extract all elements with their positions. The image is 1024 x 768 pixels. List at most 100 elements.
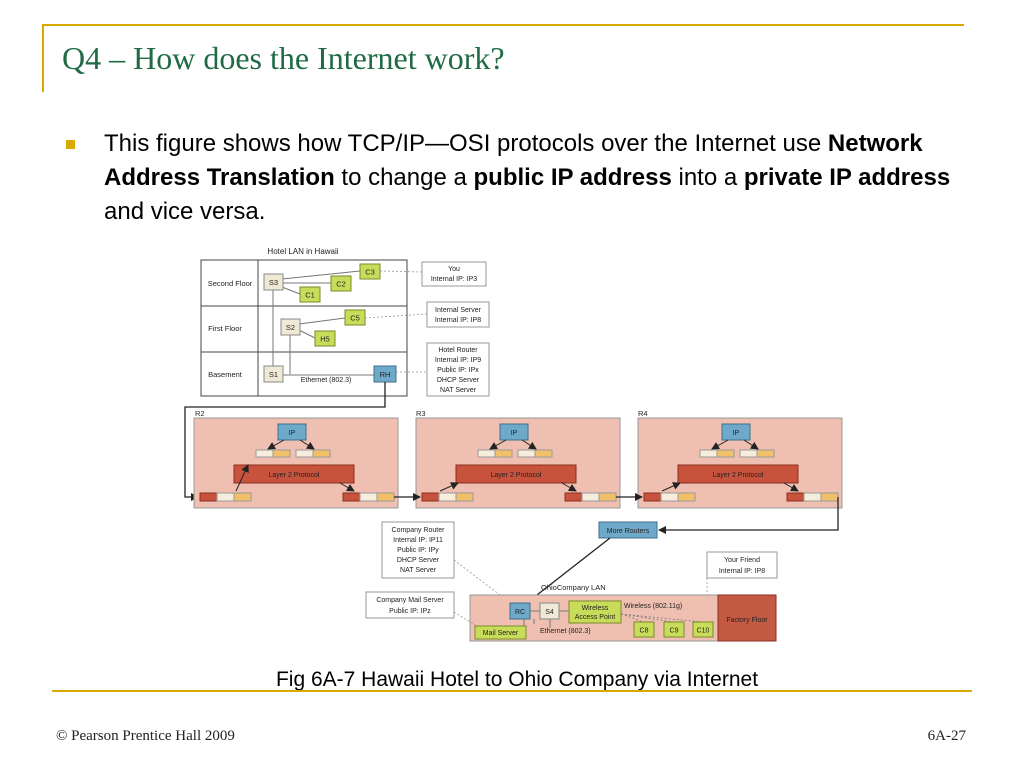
- wap-line2: Access Point: [575, 614, 616, 621]
- bullet-bold-private-ip: private IP address: [743, 164, 951, 191]
- callout-router-line3: Public IP: IPx: [437, 367, 479, 374]
- computer-c1-label: C1: [305, 291, 315, 300]
- copyright-footer: © Pearson Prentice Hall 2009: [56, 728, 235, 744]
- bullet-bold-public-ip: public IP address: [473, 164, 672, 191]
- router-r4-ip-label: IP: [733, 430, 740, 437]
- company-router-line4: DHCP Server: [397, 557, 440, 564]
- bullet-text-part: to change a: [334, 164, 474, 191]
- router-r2-layer2-label: Layer 2 Protocol: [269, 472, 320, 479]
- router-r3: R3 IP Layer 2 Protocol: [415, 409, 621, 509]
- callout-internal-server: [426, 301, 490, 328]
- callout-your-friend: [706, 551, 778, 579]
- computer-c9: [663, 621, 685, 638]
- ohio-ethernet-label: Ethernet (802.3): [540, 628, 591, 635]
- floor-label-basement: Basement: [208, 370, 243, 379]
- company-router-line5: NAT Server: [400, 567, 437, 574]
- switch-s2: [280, 318, 301, 336]
- ohio-lan-title: OhioCompany LAN: [541, 583, 606, 592]
- computer-c9-label: C9: [670, 628, 679, 635]
- switch-s1: [263, 365, 284, 383]
- switch-s3: [263, 273, 284, 291]
- callout-mail-server: [365, 591, 455, 619]
- callout-router-line2: Internal IP: IP9: [435, 357, 481, 364]
- callout-you-line2: Internal IP: IP3: [431, 276, 477, 283]
- computer-c3: [359, 263, 381, 280]
- router-r2-ip-label: IP: [289, 430, 296, 437]
- bullet-bold-nat: Network Address Translation: [104, 130, 923, 191]
- floor-label-second: Second Floor: [208, 279, 253, 288]
- router-r4: R4 IP Layer 2 Protocol: [637, 409, 843, 509]
- hotel-ethernet-label: Ethernet (802.3): [301, 377, 352, 384]
- bullet-marker: [66, 140, 75, 149]
- link-rh-to-r2: [184, 382, 386, 501]
- wireless-label: Wireless (802.11g): [624, 603, 682, 610]
- callout-router-line1: Hotel Router: [438, 347, 478, 354]
- mail-server: [474, 625, 527, 640]
- computer-c5-label: C5: [350, 314, 360, 323]
- router-r4-layer2: [677, 464, 799, 484]
- callout-you-line1: You: [448, 266, 460, 273]
- switch-s1-label: S1: [269, 370, 278, 379]
- switch-s2-label: S2: [286, 323, 295, 332]
- computer-c10-label: C10: [697, 628, 710, 635]
- slide-number: 6A-27: [927, 728, 966, 744]
- hotel-lan: Hotel LAN in Hawaii Second Floor First F…: [200, 247, 490, 397]
- floor-label-first: First Floor: [208, 324, 242, 333]
- computer-c8-label: C8: [640, 628, 649, 635]
- switch-s4: [539, 602, 560, 620]
- callout-router-line4: DHCP Server: [437, 377, 480, 384]
- router-r2-layer2: [233, 464, 355, 484]
- router-rc: [509, 602, 531, 620]
- computer-h5: [314, 330, 336, 347]
- hotel-lan-title: Hotel LAN in Hawaii: [267, 247, 338, 256]
- router-r3-layer2: [455, 464, 577, 484]
- computer-c2: [330, 275, 352, 292]
- computer-h5-label: H5: [320, 335, 330, 344]
- footer-rule: [52, 690, 972, 692]
- company-router-line2: Internal IP: IP11: [393, 537, 443, 544]
- computer-c10: [692, 621, 714, 638]
- bullet-text: This figure shows how TCP/IP—OSI protoco…: [104, 127, 974, 229]
- your-friend-line2: Internal IP: IP8: [719, 568, 765, 575]
- mail-callout-line2: Public IP: IPz: [389, 608, 431, 615]
- computer-c1: [299, 286, 321, 303]
- computer-c2-label: C2: [336, 280, 346, 289]
- slide-title: Q4 – How does the Internet work?: [62, 40, 505, 76]
- router-r4-ip: [721, 423, 751, 441]
- bullet-text-part: This figure shows how TCP/IP—OSI protoco…: [104, 130, 828, 157]
- switch-s4-label: S4: [545, 609, 554, 616]
- link-more-routers-to-rc: [527, 537, 611, 603]
- mail-server-label: Mail Server: [483, 630, 519, 637]
- factory-floor-label: Factory Floor: [726, 617, 768, 624]
- callout-you: [421, 261, 487, 287]
- more-routers-box: [598, 521, 658, 539]
- router-r3-layer2-label: Layer 2 Protocol: [491, 472, 542, 479]
- title-accent-line: [42, 24, 964, 26]
- router-r4-label: R4: [638, 409, 648, 418]
- router-rh-label: RH: [380, 370, 391, 379]
- bullet-text-part: and vice versa.: [104, 198, 266, 225]
- bullet-text-part: into a: [671, 164, 744, 191]
- router-r2-ip: [277, 423, 307, 441]
- figure-caption: Fig 6A-7 Hawaii Hotel to Ohio Company vi…: [275, 668, 759, 691]
- callout-company-router: [381, 521, 455, 579]
- callout-server-line1: Internal Server: [435, 307, 482, 314]
- factory-floor: [717, 594, 777, 642]
- mail-callout-line1: Company Mail Server: [376, 597, 444, 604]
- company-router-line1: Company Router: [392, 527, 446, 534]
- callout-server-line2: Internal IP: IP8: [435, 317, 481, 324]
- router-r3-ip-label: IP: [511, 430, 518, 437]
- callout-router-line5: NAT Server: [440, 387, 477, 394]
- company-router-line3: Public IP: IPy: [397, 547, 439, 554]
- router-r2: R2 IP Layer 2 Protocol: [193, 409, 399, 509]
- callout-hotel-router: [426, 342, 490, 397]
- computer-c8: [633, 621, 655, 638]
- ohio-company: More Routers Company Router Internal IP:…: [365, 521, 778, 642]
- computer-c5: [344, 309, 366, 326]
- your-friend-line1: Your Friend: [724, 557, 760, 564]
- title-accent-bar: [42, 24, 44, 92]
- switch-s3-label: S3: [269, 278, 278, 287]
- more-routers-label: More Routers: [607, 528, 650, 535]
- router-r2-label: R2: [195, 409, 205, 418]
